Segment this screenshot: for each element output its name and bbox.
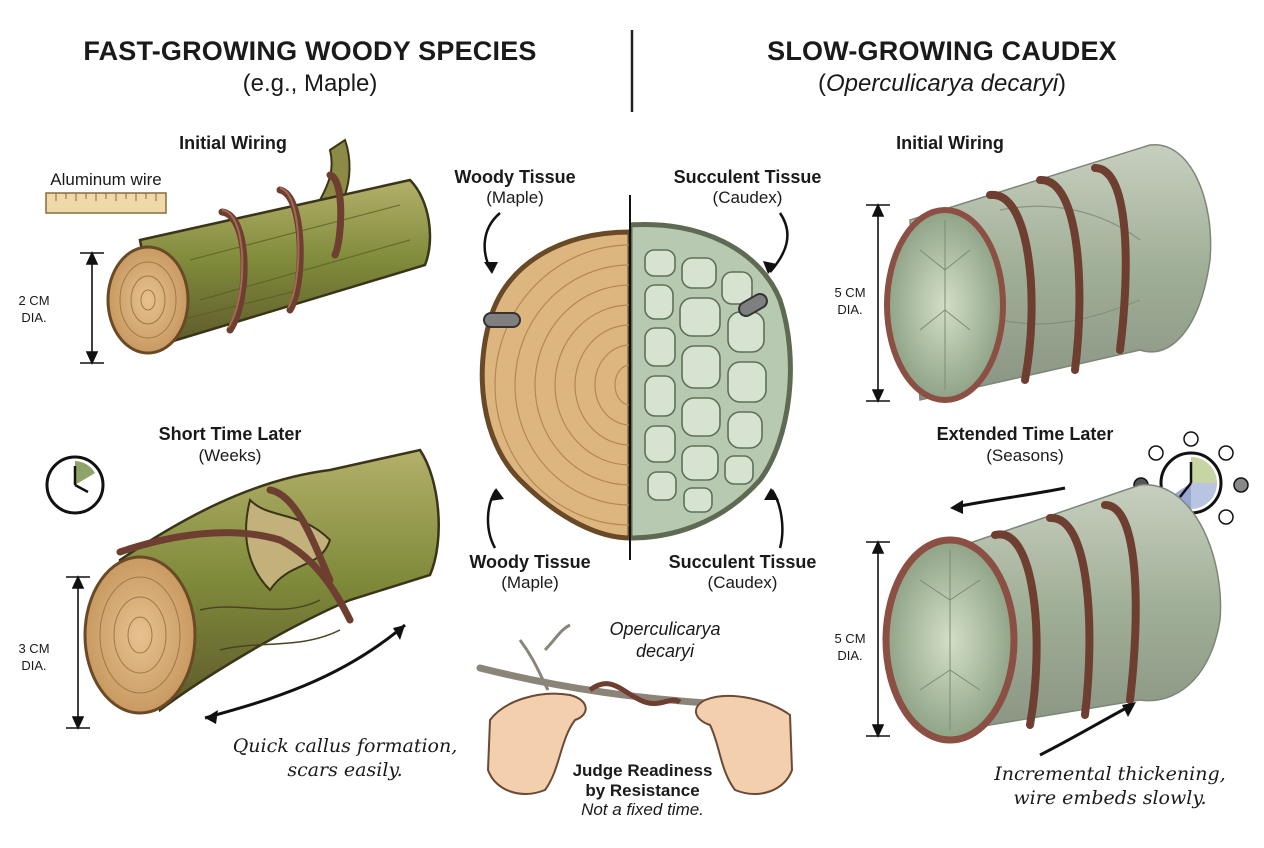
succulent-tissue-bottom-sub: (Caudex) [707,573,778,592]
left-initial-label: Initial Wiring [179,133,287,153]
wire-label: Aluminum wire [50,170,162,189]
growth-arrow-right-bottom [1039,704,1131,757]
dimension-line-3cm-left [66,575,90,730]
wire-stub-right [738,293,768,317]
cross-section [479,195,793,560]
species-label: Operculicarya decaryi [609,619,721,661]
judge-readiness-label: Judge Readiness by Resistance [572,761,713,800]
right-note: Incremental thickening, wire embeds slow… [994,763,1226,809]
wire-stub-left [483,312,521,328]
succulent-tissue-top-label: Succulent Tissue [673,167,822,187]
caudex-initial [884,144,1212,403]
right-later-dim: 5 CM DIA. [834,631,866,663]
maple-branch-later [83,448,440,715]
succulent-tissue-bottom-label: Succulent Tissue [668,552,817,572]
growth-arrow-left [204,623,406,720]
hands-bending-branch [476,623,794,795]
dimension-line-5cm-bottom [866,540,890,738]
ruler-icon [45,192,167,214]
maple-branch-initial [106,138,432,355]
dimension-line-2cm [80,251,104,365]
right-initial-dim: 5 CM DIA. [834,285,866,317]
left-subtitle: (e.g., Maple) [242,70,378,97]
woody-tissue-bottom-label: Woody Tissue [469,552,591,572]
right-initial-label: Initial Wiring [896,133,1004,153]
left-initial-dim: 2 CM DIA. [18,293,50,325]
right-later-sub: (Seasons) [986,446,1064,465]
right-subtitle-wrap: (Operculicarya decaryi) [817,70,1067,97]
right-title: SLOW-GROWING CAUDEX [767,36,1117,66]
left-later-sub: (Weeks) [198,446,262,465]
caudex-later [882,484,1222,744]
woody-tissue-top-sub: (Maple) [486,188,544,207]
left-later-label: Short Time Later [158,424,302,444]
left-later-dim: 3 CM DIA. [18,641,50,673]
clock-icon-weeks [45,455,105,515]
succulent-tissue-top-sub: (Caudex) [712,188,783,207]
left-note: Quick callus formation, scars easily. [232,735,458,781]
dimension-line-5cm-top [866,203,890,403]
right-later-label: Extended Time Later [936,424,1114,444]
growth-arrow-right-top [954,486,1066,509]
left-title: FAST-GROWING WOODY SPECIES [83,36,537,66]
judge-note: Not a fixed time. [581,800,704,819]
woody-tissue-top-label: Woody Tissue [454,167,576,187]
woody-tissue-bottom-sub: (Maple) [501,573,559,592]
right-subtitle: Operculicarya decaryi [825,70,1059,97]
